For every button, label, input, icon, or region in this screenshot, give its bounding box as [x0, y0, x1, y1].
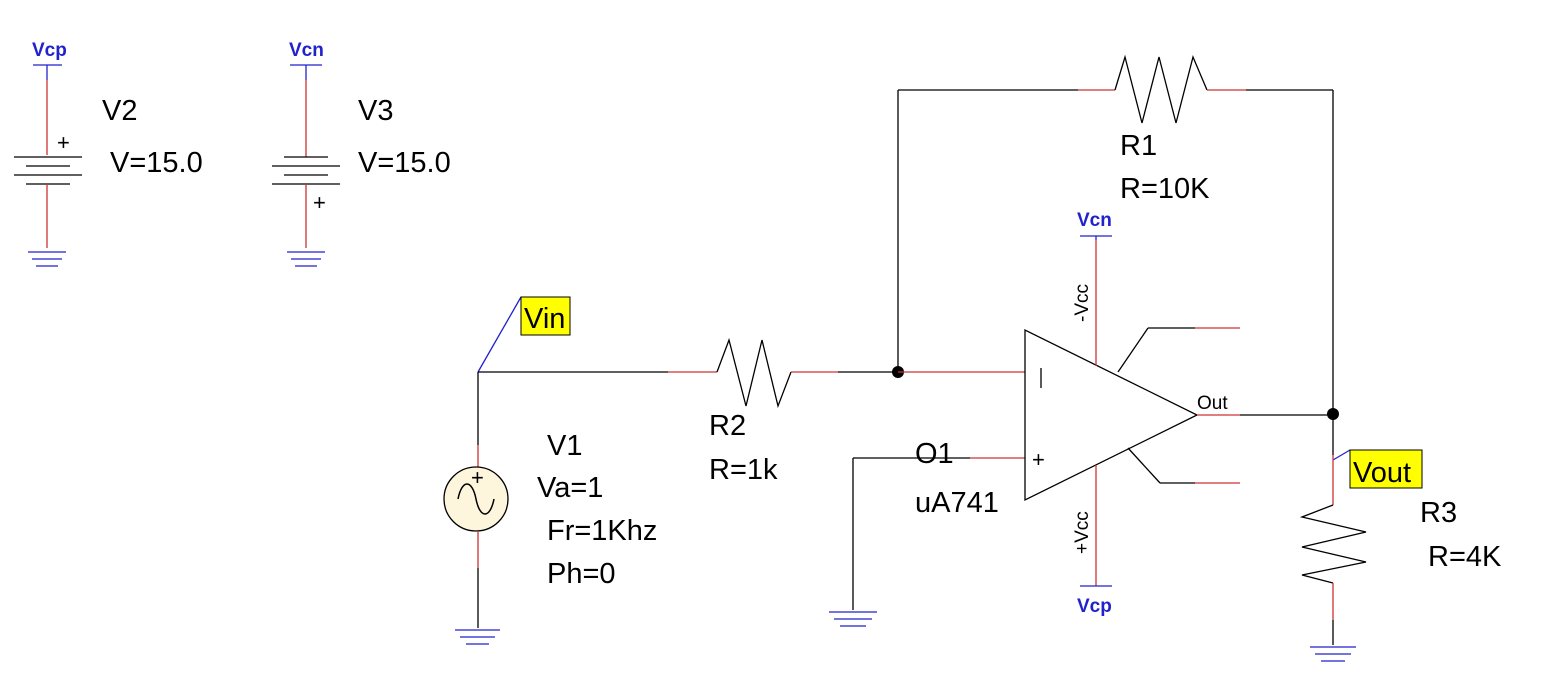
- r3-resistor[interactable]: R3 R=4K: [1299, 414, 1502, 662]
- op-amp-triangle: [1024, 328, 1199, 502]
- v2-net-label: Vcp: [32, 40, 67, 61]
- vout-tag-label: Vout: [1353, 457, 1411, 489]
- o1-name: O1: [915, 438, 954, 470]
- v3-net-label: Vcn: [289, 40, 324, 61]
- opamp-pos-supply-pin: +Vcc: [1072, 511, 1093, 554]
- v3-value: V=15.0: [358, 147, 451, 179]
- r2-value: R=1k: [709, 454, 778, 486]
- op-amp-o1[interactable]: + Vcn -Vcc Vcp +Vcc Out O1 uA741: [829, 210, 1333, 627]
- v1-param-phase: Ph=0: [547, 558, 616, 590]
- opamp-vcp-net-label: Vcp: [1077, 596, 1112, 617]
- r2-name: R2: [709, 410, 746, 442]
- v1-param-amplitude: Va=1: [537, 472, 603, 504]
- v2-ground-symbol: [28, 251, 66, 267]
- vin-tag-box: [520, 296, 571, 336]
- v2-battery[interactable]: Vcp + V2 V=15.0: [14, 40, 203, 267]
- v1-ground-symbol: [455, 629, 500, 645]
- vin-net-tag[interactable]: Vin: [477, 296, 571, 373]
- v1-plus-sign: +: [471, 465, 484, 490]
- vout-tag-box: [1349, 449, 1423, 489]
- v2-name: V2: [102, 95, 137, 127]
- opamp-neg-supply-pin: -Vcc: [1072, 284, 1093, 322]
- v1-name: V1: [547, 430, 582, 462]
- v1-ac-source[interactable]: + V1 Va=1 Fr=1Khz Ph=0: [443, 372, 657, 645]
- vout-net-tag[interactable]: Vout: [1332, 449, 1423, 489]
- r2-resistor[interactable]: R2 R=1k: [478, 337, 898, 486]
- v2-plus-sign: +: [57, 130, 70, 155]
- opamp-vcn-net-label: Vcn: [1077, 210, 1112, 231]
- v3-battery[interactable]: Vcn + V3 V=15.0: [272, 40, 451, 267]
- non-inverting-plus-sign: +: [1032, 447, 1045, 472]
- v3-name: V3: [358, 95, 393, 127]
- vin-tag-label: Vin: [524, 303, 565, 335]
- r1-name: R1: [1120, 130, 1157, 162]
- r3-value: R=4K: [1428, 541, 1502, 573]
- v3-plus-sign: +: [313, 190, 326, 215]
- r1-resistor[interactable]: R1 R=10K: [897, 54, 1334, 414]
- v3-ground-symbol: [287, 251, 325, 267]
- v2-value: V=15.0: [110, 147, 203, 179]
- r3-name: R3: [1420, 497, 1457, 529]
- opamp-out-pin: Out: [1197, 393, 1228, 414]
- o1-model: uA741: [915, 487, 999, 519]
- sine-wave-icon: [457, 483, 495, 515]
- o1-ground-symbol: [829, 611, 877, 627]
- r3-ground-symbol: [1310, 646, 1356, 662]
- v1-param-frequency: Fr=1Khz: [547, 515, 657, 547]
- r1-value: R=10K: [1120, 173, 1210, 205]
